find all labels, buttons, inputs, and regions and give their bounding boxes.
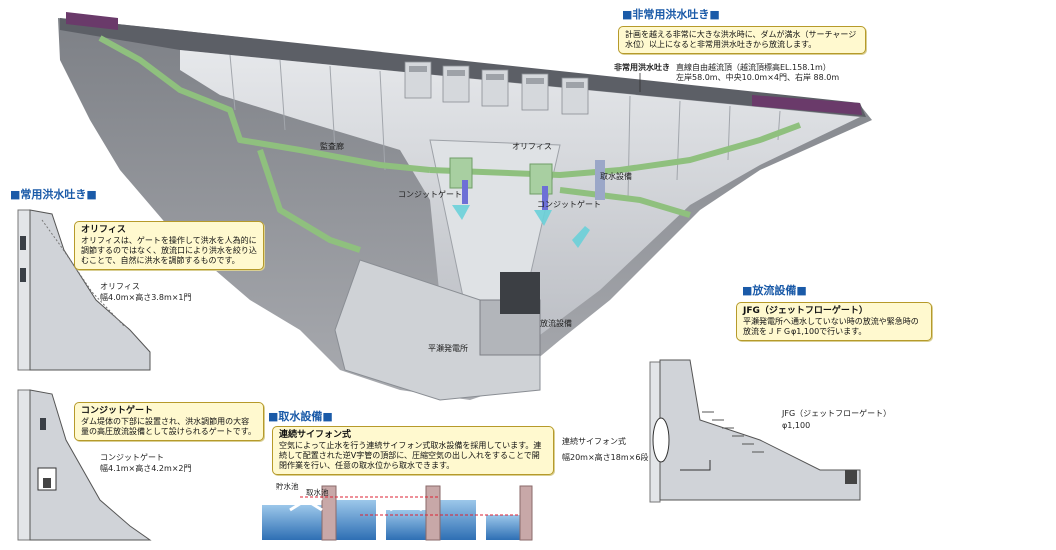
orifice-note-head: オリフィス: [81, 225, 126, 235]
jfg-spec: φ1,100: [782, 421, 811, 430]
emergency-spillway-note-text: 計画を越える非常に大きな洪水時に、ダムが満水（サーチャージ水位）以上になると非常…: [625, 30, 857, 49]
intake-tower: [595, 160, 605, 200]
outlet-facility-block: [500, 272, 540, 314]
label-outlet-facility: 放流設備: [540, 319, 572, 328]
label-conduit-gate-left: コンジットゲート: [398, 190, 462, 199]
discharge-note-text: 平瀬発電所へ通水していない時の放流や緊急時の放流をＪＦＧφ1,100で行います。: [743, 317, 919, 336]
conduit-section-drawing: [17, 389, 152, 541]
jfg-spec-name: JFG（ジェットフローゲート）: [782, 409, 892, 418]
intake-spec: 幅20m×高さ18m×6段: [562, 453, 649, 462]
emergency-spillway-title: ■非常用洪水吐き■: [622, 8, 720, 21]
label-conduit-gate-right: コンジットゲート: [537, 200, 601, 209]
conduit-note-text: ダム堤体の下部に設置され、洪水調節用の大容量の高圧放流設備として設けられるゲート…: [81, 417, 256, 436]
discharge-title: ■放流設備■: [742, 284, 807, 297]
orifice-note-text: オリフィスは、ゲートを操作して洪水を人為的に調節するのではなく、放流口により洪水…: [81, 236, 257, 265]
siphon-tag-a: 貯水池: [276, 482, 299, 491]
label-power-station: 平瀬発電所: [428, 344, 468, 353]
siphon-diagrams: [262, 480, 533, 541]
label-orifice: オリフィス: [512, 142, 552, 151]
intake-title: ■取水設備■: [268, 410, 333, 423]
discharge-note: JFG（ジェットフローゲート） 平瀬発電所へ通水していない時の放流や緊急時の放流…: [736, 302, 932, 341]
conduit-spec-name: コンジットゲート: [100, 453, 164, 462]
siphon-tag-b: 取水池: [306, 488, 329, 497]
intake-spec-name: 連続サイフォン式: [562, 437, 626, 446]
discharge-note-head: JFG（ジェットフローゲート）: [743, 306, 868, 316]
label-intake: 取水設備: [600, 172, 632, 181]
intake-note-head: 連続サイフォン式: [279, 430, 352, 440]
conduit-note: コンジットゲート ダム堤体の下部に設置され、洪水調節用の大容量の高圧放流設備とし…: [74, 402, 264, 441]
orifice-spec: 幅4.0m×高さ3.8m×1門: [100, 293, 192, 302]
conduit-note-head: コンジットゲート: [81, 406, 154, 416]
conduit-spec: 幅4.1m×高さ4.2m×2門: [100, 464, 192, 473]
intake-note-text: 空気によって止水を行う連続サイフォン式取水設備を採用しています。連続して配置され…: [279, 441, 542, 470]
emergency-spillway-spec-1: 直線自由越流頂（越流頂標高EL.158.1m）: [676, 63, 831, 72]
orifice-note: オリフィス オリフィスは、ゲートを操作して洪水を人為的に調節するのではなく、放流…: [74, 221, 264, 270]
intake-note: 連続サイフォン式 空気によって止水を行う連続サイフォン式取水設備を採用しています…: [272, 426, 554, 475]
emergency-spillway-spec-2: 左岸58.0m、中央10.0m×4門、右岸 88.0m: [676, 73, 840, 82]
orifice-section-drawing: [17, 209, 151, 371]
emergency-spillway-note: 計画を越える非常に大きな洪水時に、ダムが満水（サーチャージ水位）以上になると非常…: [618, 26, 866, 54]
label-inspection-gallery: 監査廊: [320, 142, 344, 151]
jfg-section-drawing: [649, 359, 861, 503]
orifice-spec-name: オリフィス: [100, 282, 140, 291]
regular-spillway-title: ■常用洪水吐き■: [10, 188, 97, 201]
emergency-spillway-label: 非常用洪水吐き: [614, 63, 670, 72]
